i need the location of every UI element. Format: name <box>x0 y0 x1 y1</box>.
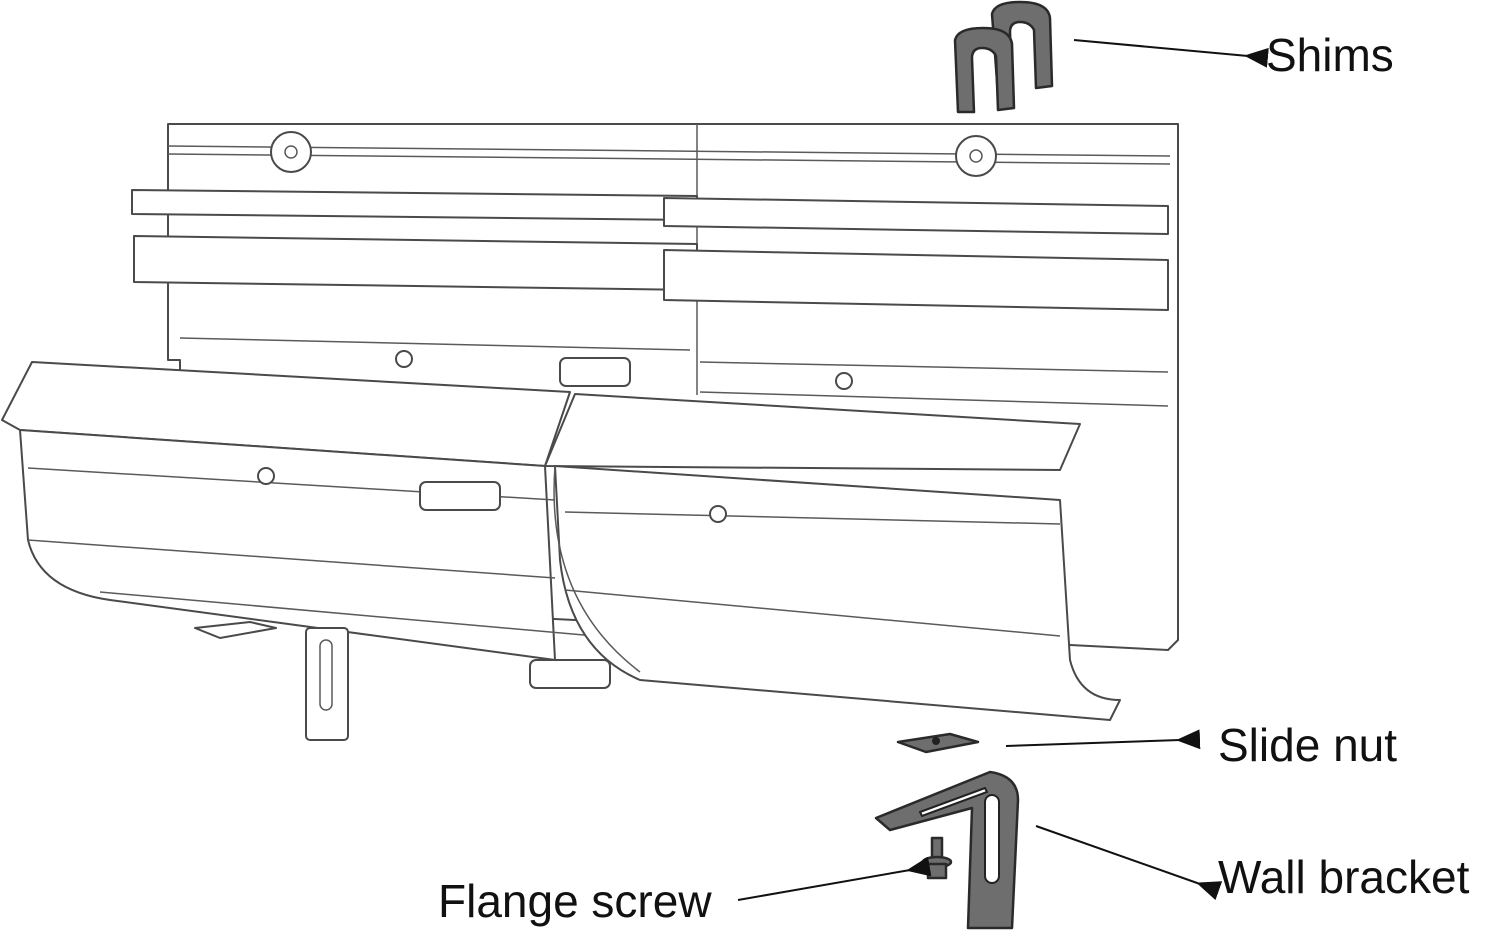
slide-nut <box>896 732 980 754</box>
flange-screw <box>921 836 953 880</box>
flange-screw-label: Flange screw <box>438 875 712 927</box>
front-cassette-left <box>1 357 641 661</box>
lower-bracket <box>194 621 349 741</box>
flange-screw-arrow <box>737 856 932 901</box>
wall-bracket-arrow <box>1035 825 1223 901</box>
slide-nut-arrow <box>1005 729 1201 750</box>
wall-bracket-label: Wall bracket <box>1218 851 1470 903</box>
front-cassette-right <box>529 393 1121 721</box>
wall-bracket <box>874 770 1020 930</box>
slide-nut-label: Slide nut <box>1218 719 1398 771</box>
shims <box>953 0 1054 114</box>
shims-arrow <box>1073 39 1269 68</box>
shims-label: Shims <box>1266 29 1394 81</box>
